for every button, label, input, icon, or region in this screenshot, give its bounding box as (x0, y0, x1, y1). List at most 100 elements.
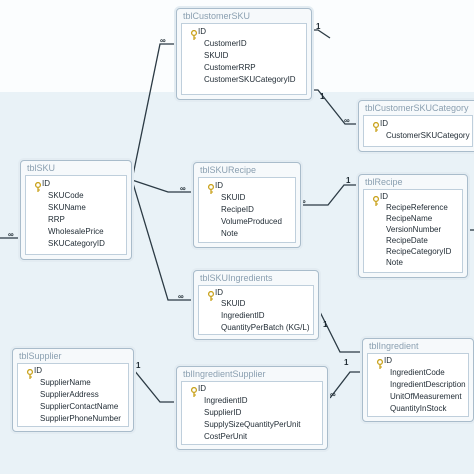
card-one-recipe: 1 (346, 176, 351, 185)
table-title: tblSKURecipe (200, 165, 257, 175)
table-ingredient-supplier[interactable]: tblIngredientSupplier ID IngredientID Su… (176, 366, 328, 450)
field: SKUCategoryID (48, 239, 105, 248)
field: SKUName (48, 203, 86, 212)
field: SKUID (221, 193, 246, 202)
table-title: tblSKU (27, 163, 56, 173)
table-supplier[interactable]: tblSupplier ID SupplierName SupplierAddr… (12, 348, 134, 432)
field: ID (198, 27, 206, 36)
table-title: tblCustomerSKU (183, 11, 251, 21)
card-one-supplier: 1 (136, 361, 141, 370)
table-title: tblSupplier (19, 351, 62, 361)
field: ID (380, 119, 388, 128)
card-many-skurecipe-right: ∞ (300, 197, 306, 206)
table-body: ID RecipeReference RecipeName VersionNum… (363, 189, 463, 273)
card-many-ingredientsupplier-right: ∞ (330, 390, 336, 399)
card-one-ingredient: 1 (323, 320, 328, 329)
card-one-ingredient-b: 1 (344, 358, 349, 367)
table-body: ID CustomerID SKUID CustomerRRP Customer… (181, 23, 307, 95)
field: CustomerSKUCategory (386, 131, 470, 140)
relation-sku-skurecipe (131, 179, 193, 193)
field: Note (221, 229, 238, 238)
table-recipe[interactable]: tblRecipe ID RecipeReference RecipeName … (358, 174, 468, 278)
key-icon (376, 356, 384, 369)
field: CustomerSKUCategoryID (204, 75, 296, 84)
field: ID (215, 181, 223, 190)
table-sku[interactable]: tblSKU ID SKUCode SKUName RRP WholesaleP… (20, 160, 132, 260)
field: RecipeDate (386, 236, 428, 245)
field: QuantityPerBatch (KG/L) (221, 323, 310, 332)
field: Note (386, 258, 403, 267)
table-body: ID CustomerSKUCategory (363, 115, 473, 147)
card-many-category: ∞ (344, 116, 350, 125)
table-customer-sku[interactable]: tblCustomerSKU ID CustomerID SKUID Custo… (176, 8, 312, 100)
field: SupplierPhoneNumber (40, 414, 121, 423)
key-icon (34, 179, 42, 192)
field: WholesalePrice (48, 227, 104, 236)
relation-ingredientsupplier-ingredient (329, 371, 360, 399)
field: SKUCode (48, 191, 84, 200)
field: SupplierName (40, 378, 91, 387)
field: CustomerID (204, 39, 247, 48)
field: ID (34, 366, 42, 375)
table-title: tblIngredient (369, 341, 419, 351)
card-one-customersku-right: 1 (316, 22, 321, 31)
table-title: tblIngredientSupplier (183, 369, 266, 379)
field: SupplierID (204, 408, 242, 417)
field: SupplierContactName (40, 402, 119, 411)
relation-skuingredients-ingredient (319, 311, 360, 353)
card-many-sku-left: ∞ (8, 230, 14, 239)
table-title: tblRecipe (365, 177, 403, 187)
relation-skurecipe-recipe (300, 184, 358, 206)
field: QuantityInStock (390, 404, 447, 413)
field: ID (215, 288, 223, 297)
field: RecipeName (386, 214, 433, 223)
table-ingredient[interactable]: tblIngredient ID IngredientCode Ingredie… (362, 338, 474, 422)
key-icon (207, 181, 215, 194)
field: RecipeID (221, 205, 254, 214)
field: CustomerRRP (204, 63, 256, 72)
key-icon (372, 193, 380, 206)
field: ID (384, 356, 392, 365)
table-body: ID IngredientCode IngredientDescription … (367, 353, 469, 417)
key-icon (372, 119, 380, 132)
field: UnitOfMeasurement (390, 392, 462, 401)
field: SupplierAddress (40, 390, 99, 399)
field: SKUID (221, 299, 246, 308)
field: RecipeCategoryID (386, 247, 452, 256)
key-icon (190, 384, 198, 397)
table-sku-ingredients[interactable]: tblSKUIngredients ID SKUID IngredientID … (193, 270, 319, 340)
field: ID (380, 192, 388, 201)
key-icon (207, 288, 215, 301)
field: ID (42, 179, 50, 188)
table-body: ID SupplierName SupplierAddress Supplier… (17, 363, 129, 427)
card-one-category-a: 1 (320, 92, 325, 101)
field: IngredientID (204, 396, 248, 405)
field: RRP (48, 215, 65, 224)
table-sku-recipe[interactable]: tblSKURecipe ID SKUID RecipeID VolumePro… (193, 162, 301, 248)
table-title: tblCustomerSKUCategory (365, 103, 469, 113)
field: IngredientID (221, 311, 265, 320)
table-title: tblSKUIngredients (200, 273, 273, 283)
key-icon (190, 27, 198, 40)
table-body: ID SKUID RecipeID VolumeProduced Note (198, 177, 296, 243)
relation-customersku-category (307, 89, 358, 125)
key-icon (26, 366, 34, 379)
field: SKUID (204, 51, 229, 60)
card-many-skuingredients: ∞ (178, 292, 184, 301)
table-body: ID IngredientID SupplierID SupplySizeQua… (181, 381, 323, 445)
field: CostPerUnit (204, 432, 248, 441)
field: VolumeProduced (221, 217, 282, 226)
field: VersionNumber (386, 225, 442, 234)
relation-sku-skuingredients (131, 179, 193, 301)
relation-supplier-ingredientsupplier (133, 369, 176, 403)
table-body: ID SKUCode SKUName RRP WholesalePrice SK… (25, 175, 127, 255)
field: IngredientDescription (390, 380, 466, 389)
table-customer-sku-category[interactable]: tblCustomerSKUCategory ID CustomerSKUCat… (358, 100, 474, 152)
card-many-skurecipe: ∞ (180, 184, 186, 193)
field: IngredientCode (390, 368, 445, 377)
card-many-customersku: ∞ (160, 36, 166, 45)
field: SupplySizeQuantityPerUnit (204, 420, 301, 429)
field: ID (198, 384, 206, 393)
field: RecipeReference (386, 203, 448, 212)
